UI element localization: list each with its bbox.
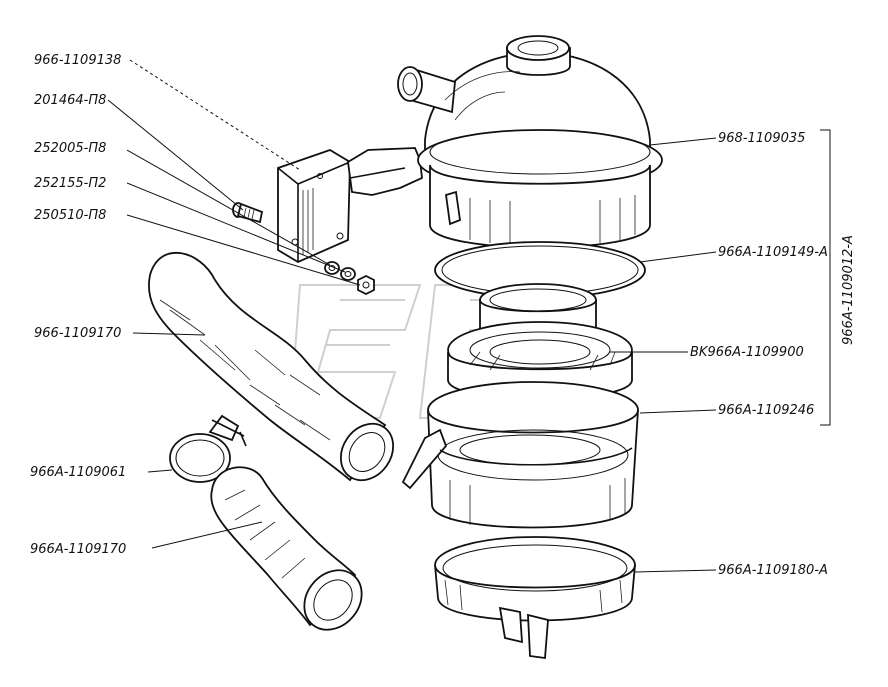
label-nut: 250510-П8 (34, 208, 106, 223)
label-bolt: 201464-П8 (34, 93, 106, 108)
filter-top-housing (397, 35, 663, 249)
label-assembly: 966A-1109012-A (841, 235, 856, 345)
nut-part (357, 274, 375, 296)
large-hose-part (148, 251, 395, 482)
label-filter-element: BK966A-1109900 (690, 345, 804, 360)
bolt-part (232, 202, 264, 224)
hose-clamp-part (169, 414, 247, 483)
label-flat-washer: 252155-П2 (34, 176, 106, 191)
small-hose-part (210, 466, 363, 631)
assembly-bracket-line (820, 129, 831, 426)
label-small-hose: 966A-1109170 (30, 542, 126, 557)
label-large-hose: 966-1109170 (34, 326, 121, 341)
label-gasket: 966A-1109149-A (718, 245, 828, 260)
bracket-part (277, 147, 423, 264)
washer-flat (340, 267, 356, 281)
label-bracket: 966-1109138 (34, 53, 121, 68)
label-hose-clamp: 966A-1109061 (30, 465, 126, 480)
label-spring-washer: 252005-П8 (34, 141, 106, 156)
label-oil-bath: 966A-1109246 (718, 403, 814, 418)
leader-lines (107, 59, 717, 573)
oil-bath-body (401, 381, 639, 529)
band-clamp (434, 536, 636, 660)
label-top-housing: 968-1109035 (718, 131, 805, 146)
label-band-clamp: 966A-1109180-A (718, 563, 828, 578)
